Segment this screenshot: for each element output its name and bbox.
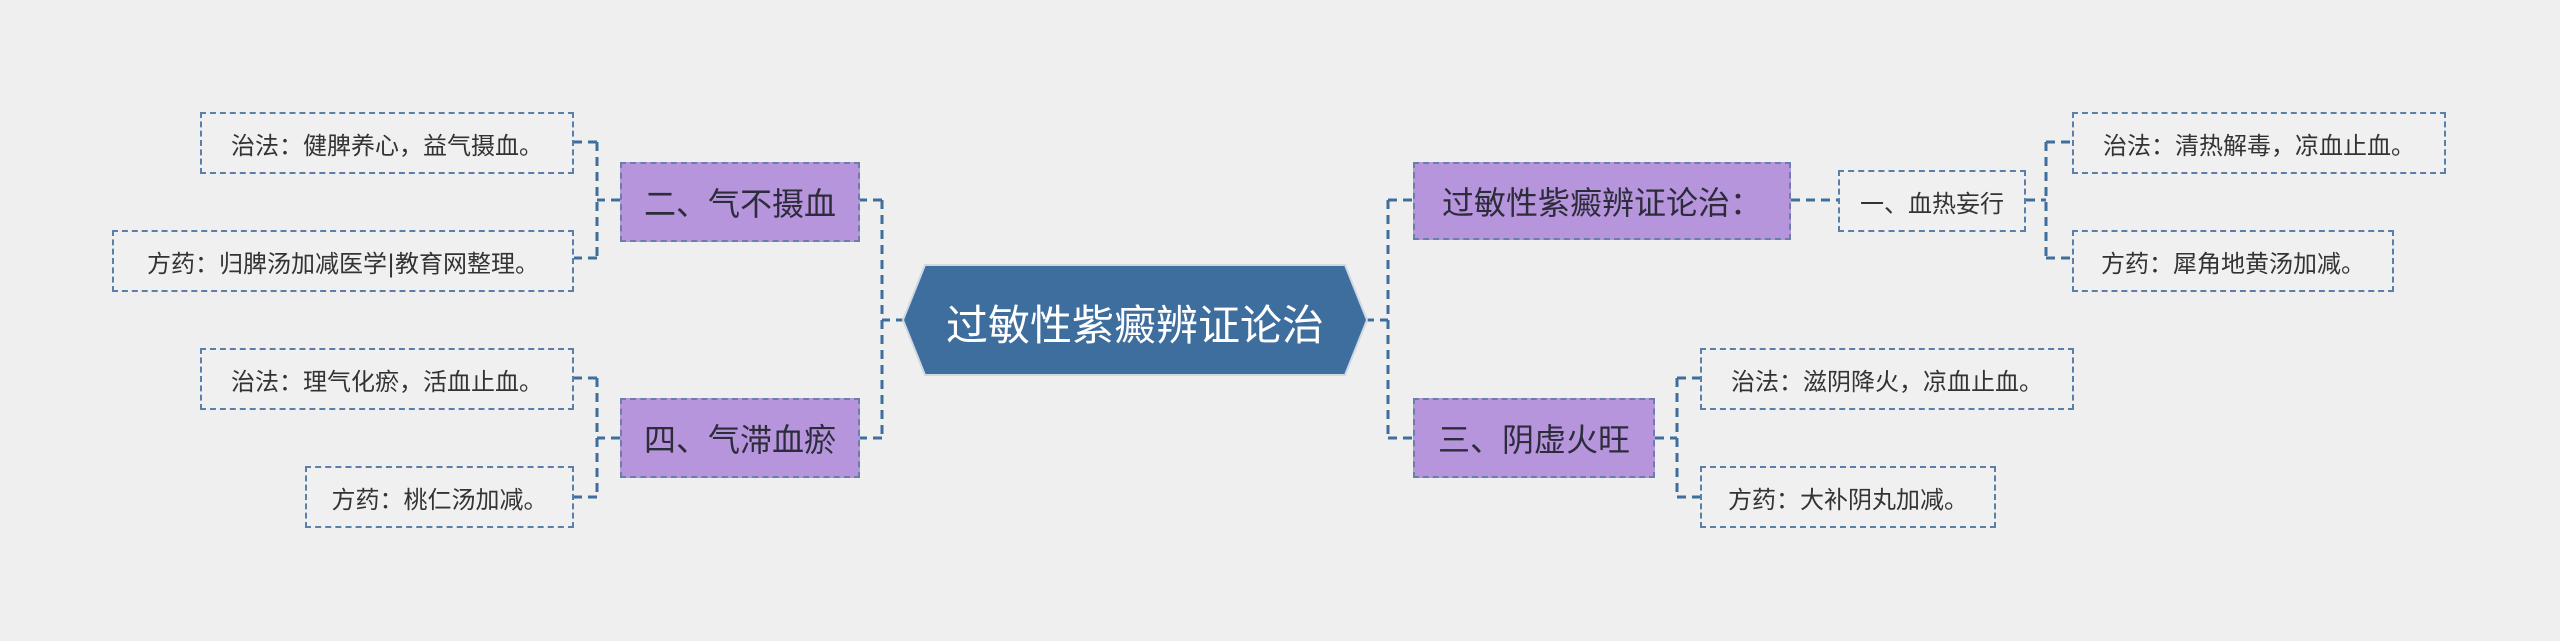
leaf-node-b3-method[interactable]: 治法：滋阴降火，凉血止血。: [1700, 348, 2074, 410]
branch-node-b3[interactable]: 三、阴虚火旺: [1413, 398, 1655, 478]
root-node-shape: [901, 264, 1369, 376]
leaf-node-b4-formula[interactable]: 方药：桃仁汤加减。: [305, 466, 574, 528]
leaf-node-b1-formula[interactable]: 方药：犀角地黄汤加减。: [2072, 230, 2394, 292]
leaf-node-b2-method[interactable]: 治法：健脾养心，益气摄血。: [200, 112, 574, 174]
branch-node-b1[interactable]: 过敏性紫癜辨证论治：: [1413, 162, 1791, 240]
leaf-node-b4-method[interactable]: 治法：理气化瘀，活血止血。: [200, 348, 574, 410]
root-node[interactable]: 过敏性紫癜辨证论治: [945, 300, 1324, 350]
branch-node-b2[interactable]: 二、气不摄血: [620, 162, 860, 242]
leaf-node-b2-formula[interactable]: 方药：归脾汤加减医学|教育网整理。: [112, 230, 574, 292]
branch-node-b4[interactable]: 四、气滞血瘀: [620, 398, 860, 478]
leaf-node-b1-method[interactable]: 治法：清热解毒，凉血止血。: [2072, 112, 2446, 174]
sub-node-b1[interactable]: 一、血热妄行: [1838, 170, 2026, 232]
leaf-node-b3-formula[interactable]: 方药：大补阴丸加减。: [1700, 466, 1996, 528]
